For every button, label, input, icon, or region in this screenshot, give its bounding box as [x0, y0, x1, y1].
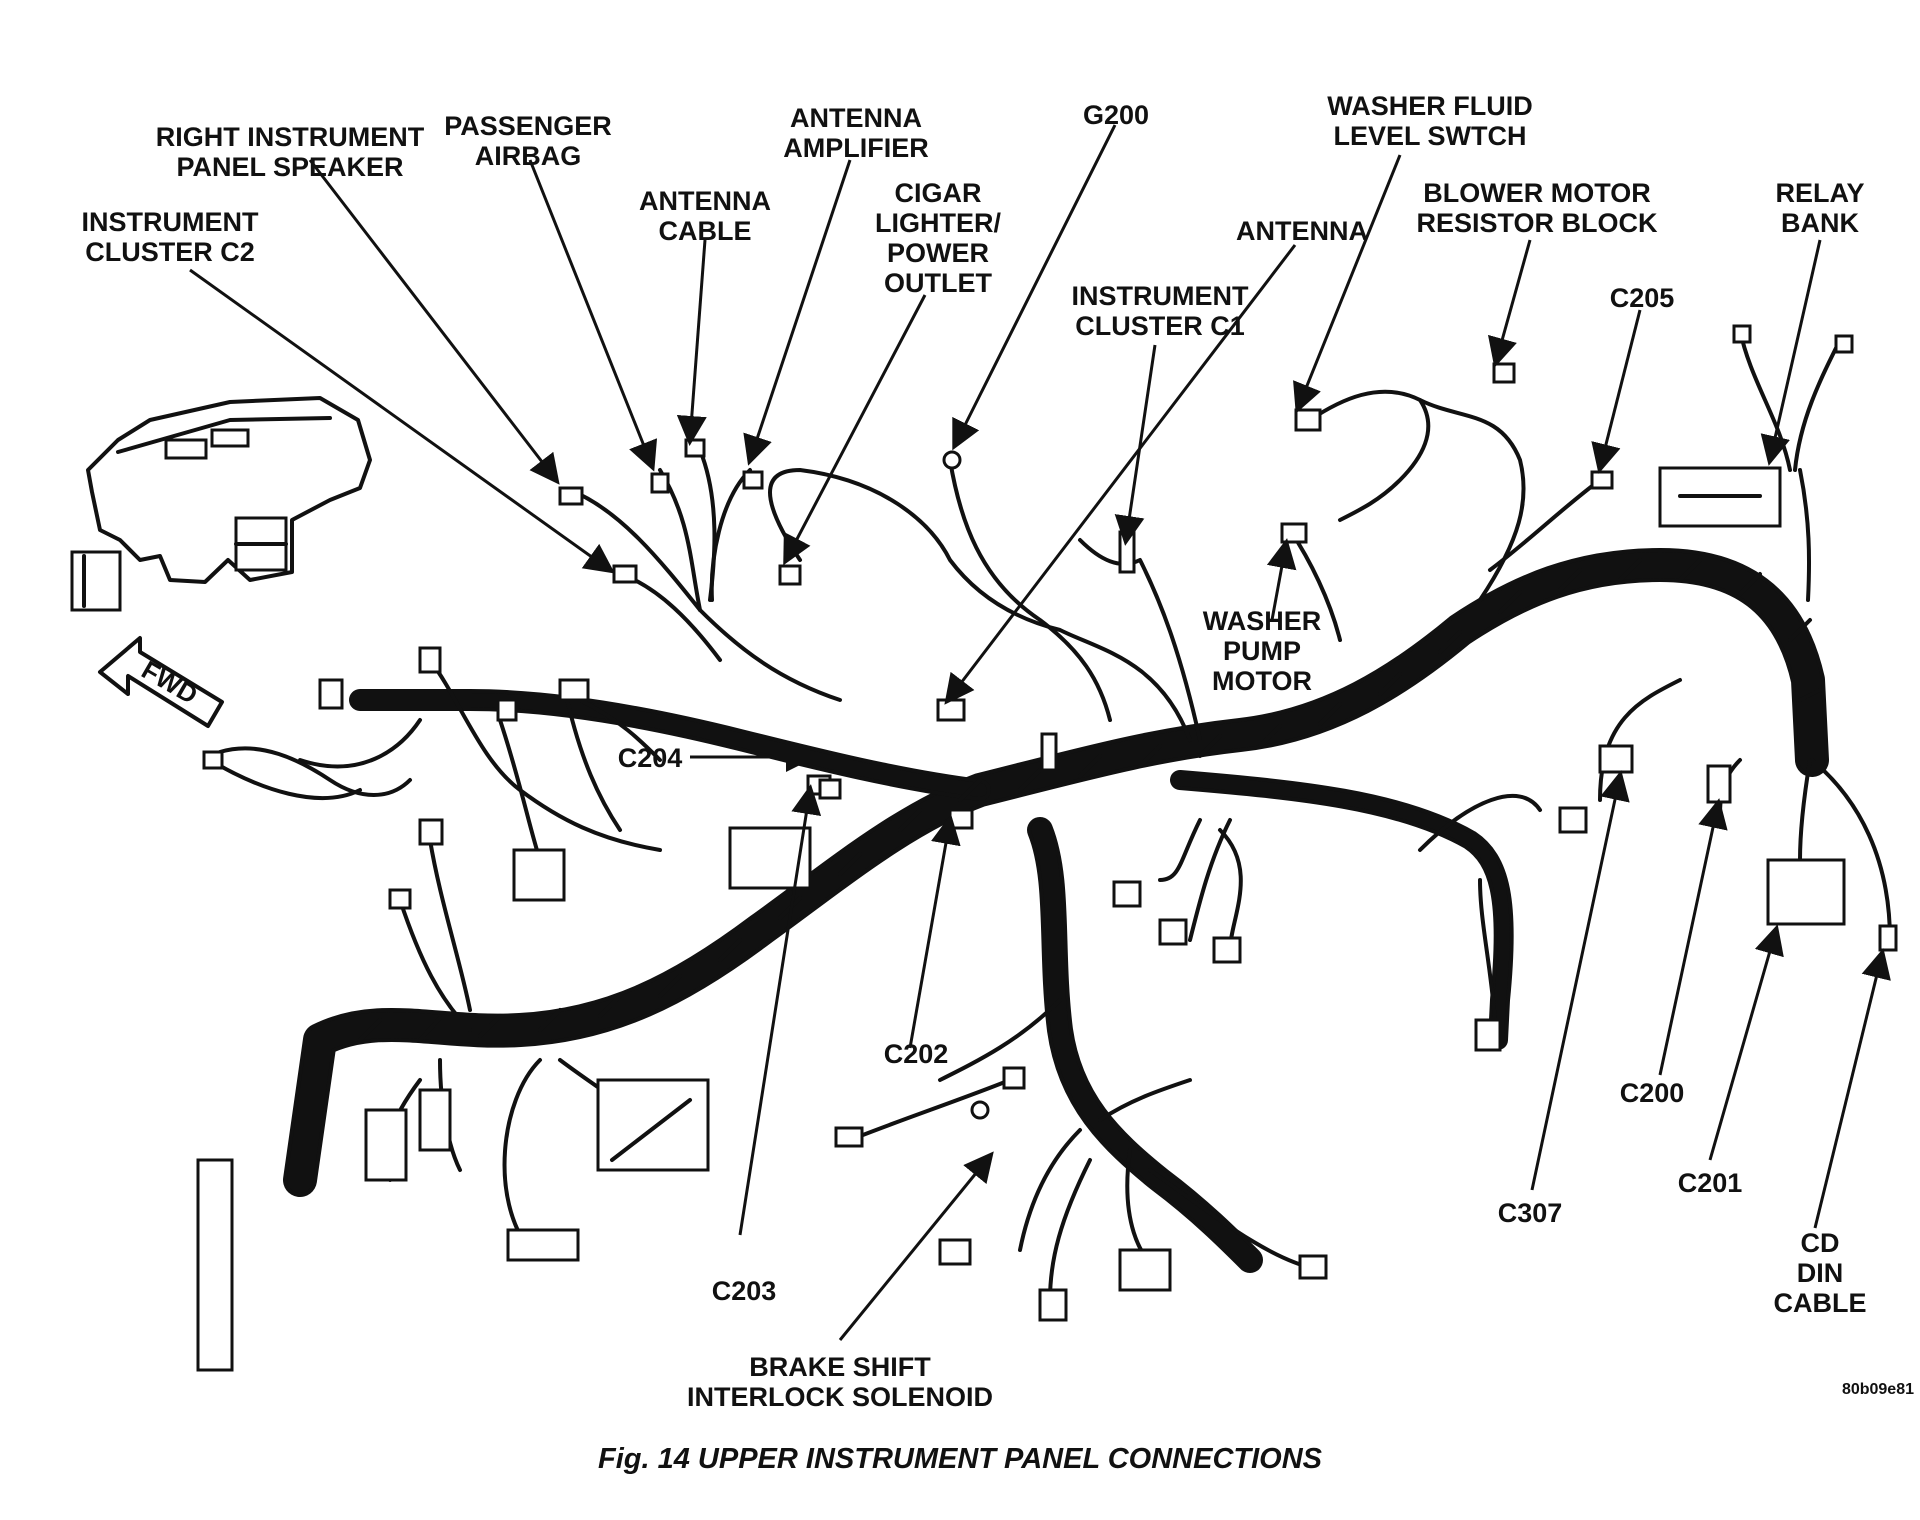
- figure-code: 80b09e81: [1842, 1381, 1914, 1398]
- label-c202: C202: [884, 1039, 949, 1069]
- label-c205: C205: [1610, 283, 1675, 313]
- connectors: [196, 324, 1898, 1372]
- main-harness: [283, 548, 1829, 1273]
- label-c204: C204: [618, 743, 683, 773]
- label-c201: C201: [1678, 1168, 1743, 1198]
- fwd-arrow: FWD: [98, 636, 224, 728]
- label-antenna: ANTENNA: [1236, 216, 1368, 246]
- label-c203: C203: [712, 1276, 777, 1306]
- label-c307: C307: [1498, 1198, 1563, 1228]
- figure-caption: Fig. 14 UPPER INSTRUMENT PANEL CONNECTIO…: [598, 1443, 1323, 1475]
- leader-lines: [189, 124, 1891, 1341]
- label-g200: G200: [1083, 100, 1149, 130]
- label-c200: C200: [1620, 1078, 1685, 1108]
- upper-branch-wires: [568, 328, 1842, 742]
- instrument-panel-illustration: [70, 396, 372, 612]
